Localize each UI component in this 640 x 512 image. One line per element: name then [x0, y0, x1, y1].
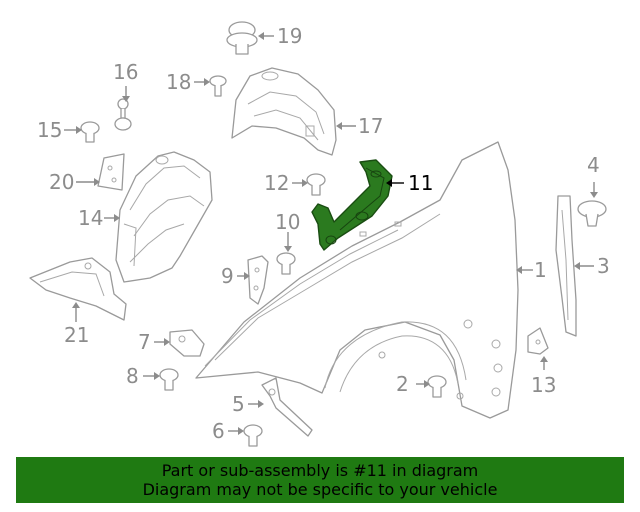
bracket-part-9: [247, 255, 269, 305]
wheelhouse-liner-part-14: [115, 151, 213, 283]
bracket-part-5: [261, 377, 313, 437]
callout-16: 16: [113, 60, 138, 84]
bolt-part-18: [209, 75, 227, 97]
callout-17: 17: [358, 114, 383, 138]
arrowheads: [72, 32, 598, 435]
bracket-part-11: [311, 159, 393, 251]
callout-10: 10: [275, 210, 300, 234]
callout-14: 14: [78, 206, 103, 230]
callout-9: 9: [221, 264, 234, 288]
callout-21: 21: [64, 323, 89, 347]
callout-12: 12: [264, 171, 289, 195]
bracket-part-7: [169, 329, 205, 357]
banner-line-part-number: Part or sub-assembly is #11 in diagram: [161, 461, 479, 480]
callout-2: 2: [396, 372, 409, 396]
bolt-part-2: [427, 375, 447, 398]
bolt-part-8: [159, 368, 179, 391]
callout-18: 18: [166, 70, 191, 94]
callout-11: 11: [408, 171, 433, 195]
clip-part-4: [577, 200, 607, 227]
bracket-part-3: [555, 195, 577, 337]
bolt-part-12: [306, 173, 326, 196]
fender-part: [195, 141, 519, 419]
wheelhouse-liner-part-17: [231, 67, 337, 156]
callout-8: 8: [126, 364, 139, 388]
callout-7: 7: [138, 330, 151, 354]
callout-1: 1: [534, 258, 547, 282]
callout-4: 4: [587, 153, 600, 177]
fastener-part-19: [226, 21, 258, 55]
callout-13: 13: [531, 373, 556, 397]
callout-19: 19: [277, 24, 302, 48]
cover-part-21: [29, 257, 127, 321]
bracket-part-20: [97, 153, 125, 191]
banner-line-disclaimer: Diagram may not be specific to your vehi…: [142, 480, 498, 499]
callout-labels: 1 2 3 4 5 6 7 8 9 10 11 12 13 14 15 16 1…: [37, 24, 610, 443]
callout-20: 20: [49, 170, 74, 194]
bolt-part-10: [276, 252, 296, 275]
bolt-part-15: [80, 121, 100, 143]
callout-5: 5: [232, 392, 245, 416]
info-banner: Part or sub-assembly is #11 in diagram D…: [16, 457, 624, 503]
clip-part-16: [114, 98, 132, 131]
callout-3: 3: [597, 254, 610, 278]
bolt-part-6: [243, 424, 263, 447]
callout-15: 15: [37, 118, 62, 142]
bracket-part-13: [527, 327, 549, 355]
callout-6: 6: [212, 419, 225, 443]
parts-diagram: 1 2 3 4 5 6 7 8 9 10 11 12 13 14 15 16 1…: [29, 21, 610, 447]
